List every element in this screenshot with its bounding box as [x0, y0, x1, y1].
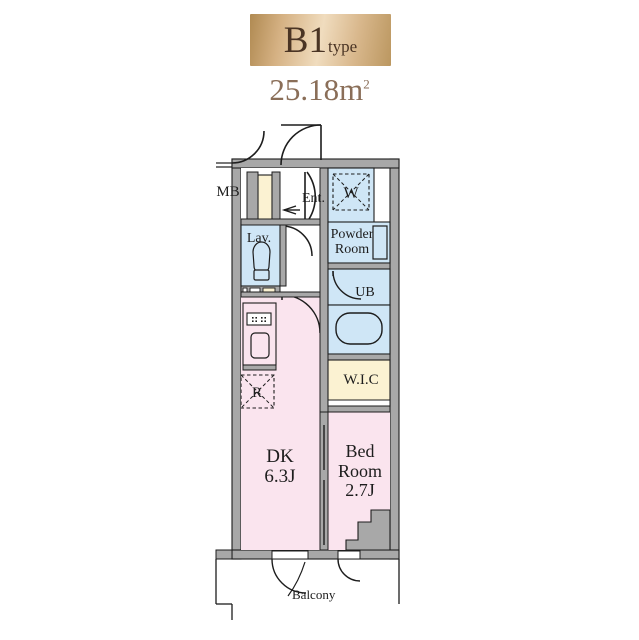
kitchen-area — [240, 285, 321, 409]
unit-type-label: B1 — [283, 19, 327, 61]
unit-area: 25.18m2 — [0, 72, 639, 108]
bedroom-corner-notch — [345, 509, 391, 551]
entrance-door-swing — [306, 171, 317, 223]
label-mb: MB — [216, 184, 239, 200]
powder-vanity — [372, 225, 388, 260]
wic-door — [327, 399, 391, 407]
meter-box — [257, 174, 273, 221]
balcony-area — [215, 549, 400, 620]
label-bed-size: 2.7J — [345, 480, 375, 500]
unit-type-suffix: type — [327, 37, 358, 56]
label-unit-bath: UB — [355, 285, 374, 300]
bathtub — [335, 312, 383, 345]
unit-area-unit-superscript: 2 — [363, 76, 370, 92]
label-lavatory: Lav. — [247, 231, 271, 246]
dk-balcony-door-swing — [271, 558, 307, 594]
label-washer: W — [343, 185, 359, 202]
label-bed: Bed — [346, 441, 375, 461]
entrance-zone — [216, 124, 322, 224]
wic-floor — [327, 359, 391, 407]
dk-balcony-door — [271, 550, 309, 560]
label-refrigerator: R — [252, 385, 262, 401]
unit-bath — [327, 262, 391, 361]
balcony-leader-line — [287, 561, 306, 597]
cooktop — [246, 312, 272, 326]
lavatory-door-swing — [281, 225, 313, 257]
powder-room — [327, 221, 391, 264]
corridor-door-arc-1 — [231, 130, 265, 164]
toilet-tank — [253, 269, 270, 281]
kitchen-sink — [250, 332, 270, 359]
label-balcony: Balcony — [292, 587, 336, 602]
label-bed-room: Room — [338, 461, 382, 481]
label-dk-size: 6.3J — [264, 466, 295, 487]
unit-type-badge: B1 type — [250, 14, 391, 66]
plan-geometry: MB Ent. W Lav. Powder Room UB W.I.C R DK… — [215, 124, 400, 620]
bed-balcony-door-swing — [337, 558, 361, 582]
walk-in-closet — [327, 359, 391, 413]
unit-area-value: 25.18m — [269, 72, 364, 107]
label-walk-in-closet: W.I.C — [343, 372, 378, 388]
label-powder-room-line1: Powder — [331, 227, 374, 242]
plan-header: B1 type 25.18m2 — [0, 0, 639, 120]
label-ent: Ent. — [302, 191, 325, 206]
label-powder-room-line2: Room — [335, 242, 369, 257]
plan-labels: MB Ent. W Lav. Powder Room UB W.I.C R DK… — [216, 184, 382, 602]
label-dk: DK — [266, 446, 294, 467]
bed-balcony-door — [337, 550, 361, 560]
toilet-bowl — [252, 241, 271, 275]
